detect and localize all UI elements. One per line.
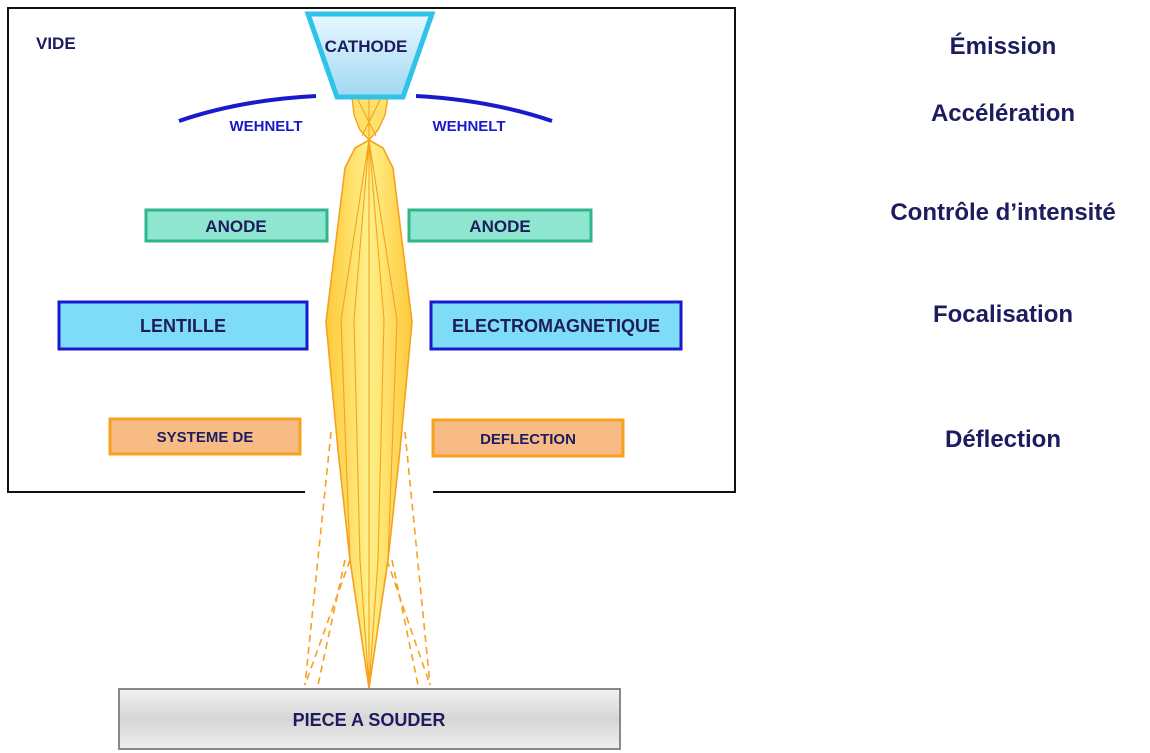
step-focusing: Focalisation: [933, 301, 1073, 328]
anode-right-label: ANODE: [469, 217, 530, 236]
electron-beam: [325, 96, 413, 689]
step-acceleration: Accélération: [931, 100, 1075, 127]
workpiece-label: PIECE A SOUDER: [293, 710, 446, 730]
wehnelt-right-label: WEHNELT: [432, 118, 505, 135]
electromagnetic-lens: LENTILLE ELECTROMAGNETIQUE: [57, 300, 683, 351]
vacuum-chamber: VIDE: [7, 7, 736, 493]
workpiece: PIECE A SOUDER: [118, 688, 621, 750]
step-emission: Émission: [950, 32, 1057, 60]
step-deflection: Déflection: [945, 426, 1061, 453]
deflection-right-label: DEFLECTION: [480, 431, 576, 448]
cathode: CATHODE: [304, 11, 436, 100]
wehnelt-left-label: WEHNELT: [229, 118, 302, 135]
step-intensity-control: Contrôle d’intensité: [890, 199, 1115, 226]
deflection-envelope: [304, 431, 431, 686]
lens-right-label: ELECTROMAGNETIQUE: [452, 316, 660, 336]
cathode-label: CATHODE: [325, 37, 408, 56]
deflection-system: SYSTEME DE DEFLECTION: [108, 417, 625, 458]
process-steps: Émission Accélération Contrôle d’intensi…: [890, 32, 1115, 453]
deflection-left-label: SYSTEME DE: [157, 429, 254, 446]
lens-left-label: LENTILLE: [140, 316, 226, 336]
anode: ANODE ANODE: [144, 208, 593, 243]
anode-left-label: ANODE: [205, 217, 266, 236]
chamber-label: VIDE: [36, 34, 76, 53]
wehnelt: WEHNELT WEHNELT: [178, 94, 553, 135]
